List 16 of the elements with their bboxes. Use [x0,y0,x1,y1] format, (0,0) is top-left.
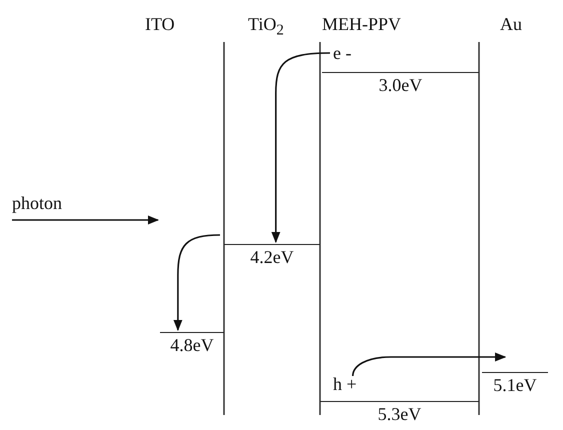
arrow [12,216,160,224]
arrow [271,52,330,244]
layer-label: Au [500,14,522,34]
charge-label: e - [333,43,369,63]
layer-label: ITO [145,14,175,34]
energy-value: 5.3eV [378,404,422,424]
charge-label: h + [333,374,377,394]
layer-label: TiO$_{2}$ [248,14,284,41]
photon-label: photon [12,193,124,213]
arrow [352,352,506,376]
arrow [173,234,220,332]
energy-value: 4.8eV [170,335,214,355]
energy-value: 3.0eV [378,75,422,95]
energy-value: 5.1eV [493,375,537,395]
layer-label: MEH-PPV [322,14,402,34]
energy-value: 4.2eV [250,247,294,267]
